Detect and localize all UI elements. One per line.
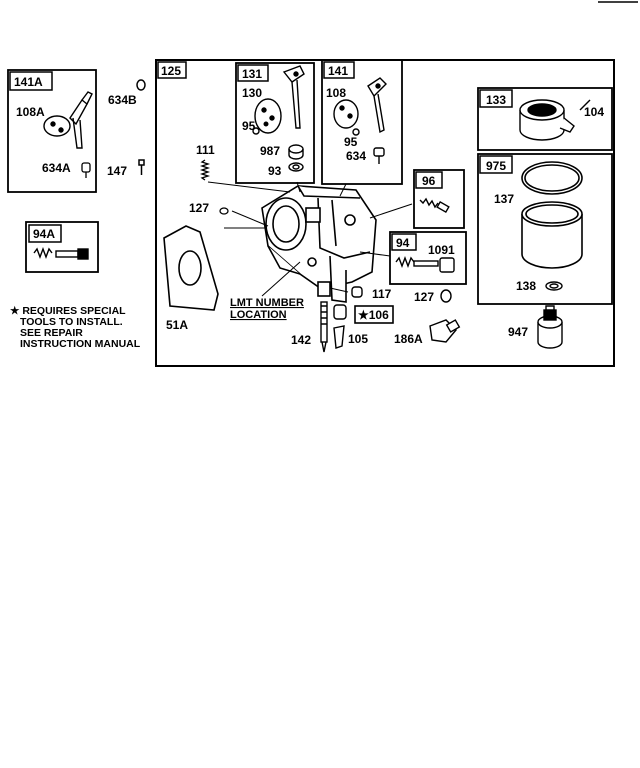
idle-screw-94A (33, 247, 89, 260)
kit-94A-box[interactable]: 94A (25, 221, 99, 273)
part-1091-label: 1091 (428, 243, 455, 257)
part-138-label: 138 (516, 279, 536, 293)
gasket-51A (163, 225, 219, 311)
part-130-label: 130 (242, 86, 262, 100)
part-947-label: 947 (508, 325, 528, 339)
part-111-label: 111 (196, 143, 215, 157)
plug-127a (219, 207, 229, 215)
kit-94-label: 94 (396, 236, 410, 250)
needle-142 (320, 301, 328, 353)
kit-975-label: 975 (486, 159, 506, 173)
float-bowl-975 (521, 201, 583, 269)
kit-131-box[interactable]: 131 130 95 987 93 (235, 62, 315, 184)
gasket-ring-137 (521, 161, 583, 195)
part-137-label: 137 (494, 192, 514, 206)
kit-131-label: 131 (242, 67, 262, 81)
part-106-box[interactable]: ★106 (354, 305, 394, 324)
part-106-label: ★106 (358, 308, 389, 322)
part-105-label: 105 (348, 332, 368, 346)
kit-133-box[interactable]: 133 104 (477, 87, 613, 151)
choke-133 (519, 99, 591, 141)
kit-94A-label: 94A (33, 227, 55, 241)
needle-634A (81, 162, 91, 178)
lmt-label-line2: LOCATION (230, 309, 287, 321)
part-108-label: 108 (326, 86, 346, 100)
kit-94-box[interactable]: 94 1091 (389, 231, 467, 285)
carburetor-body (261, 185, 377, 303)
part-51A-label: 51A (166, 318, 188, 332)
jet-117 (351, 286, 363, 298)
kit-96-box[interactable]: 96 (413, 169, 465, 229)
part-634B-label: 634B (108, 93, 137, 107)
seat-106 (333, 304, 347, 320)
part-987-label: 987 (260, 144, 280, 158)
part-142-label: 142 (291, 333, 311, 347)
note-line-3: SEE REPAIR (20, 327, 83, 339)
part-634-label: 634 (346, 149, 366, 163)
screw-96 (419, 197, 450, 214)
kit-125-label: 125 (161, 64, 181, 78)
kit-141A-label: 141A (14, 75, 43, 89)
kit-141A-box[interactable]: 141A 108A 634A (7, 69, 97, 193)
note-line-4: INSTRUCTION MANUAL (20, 338, 141, 350)
jet-105 (333, 325, 345, 349)
float-108 (333, 77, 387, 164)
float-130 (252, 65, 305, 135)
part-127a-label: 127 (189, 201, 209, 215)
part-104-label: 104 (584, 105, 604, 119)
plug-127b (440, 289, 452, 303)
float-lever-108A (43, 91, 93, 149)
part-108A-label: 108A (16, 105, 45, 119)
kit-141-label: 141 (328, 64, 348, 78)
bowl-nut-987 (288, 144, 304, 172)
kit-141-box[interactable]: 141 108 95 634 (321, 59, 403, 185)
gasket-138 (545, 281, 563, 291)
note-line-2: TOOLS TO INSTALL. (20, 316, 123, 328)
part-93-label: 93 (268, 164, 282, 178)
part-127b-label: 127 (414, 290, 434, 304)
kit-975-box[interactable]: 975 137 138 (477, 153, 613, 305)
part-95b-label: 95 (344, 135, 358, 149)
fitting-186A (429, 319, 461, 343)
screw-147 (138, 159, 145, 175)
solenoid-947 (537, 305, 563, 349)
part-117-label: 117 (372, 287, 392, 301)
kit-133-label: 133 (486, 93, 506, 107)
lmt-label-line1: LMT NUMBER (230, 297, 304, 309)
note-line-1: ★ REQUIRES SPECIAL (10, 305, 126, 317)
part-147-label: 147 (107, 164, 127, 178)
clip-634B (136, 79, 146, 91)
part-186A-label: 186A (394, 332, 423, 346)
leader-lines (207, 181, 413, 297)
special-tools-note: ★ REQUIRES SPECIAL TOOLS TO INSTALL. SEE… (10, 306, 160, 350)
kit-96-label: 96 (422, 174, 436, 188)
spring-111 (199, 159, 211, 181)
part-95a-label: 95 (242, 119, 256, 133)
mixture-screw-94 (395, 256, 455, 273)
part-634A-label: 634A (42, 161, 71, 175)
